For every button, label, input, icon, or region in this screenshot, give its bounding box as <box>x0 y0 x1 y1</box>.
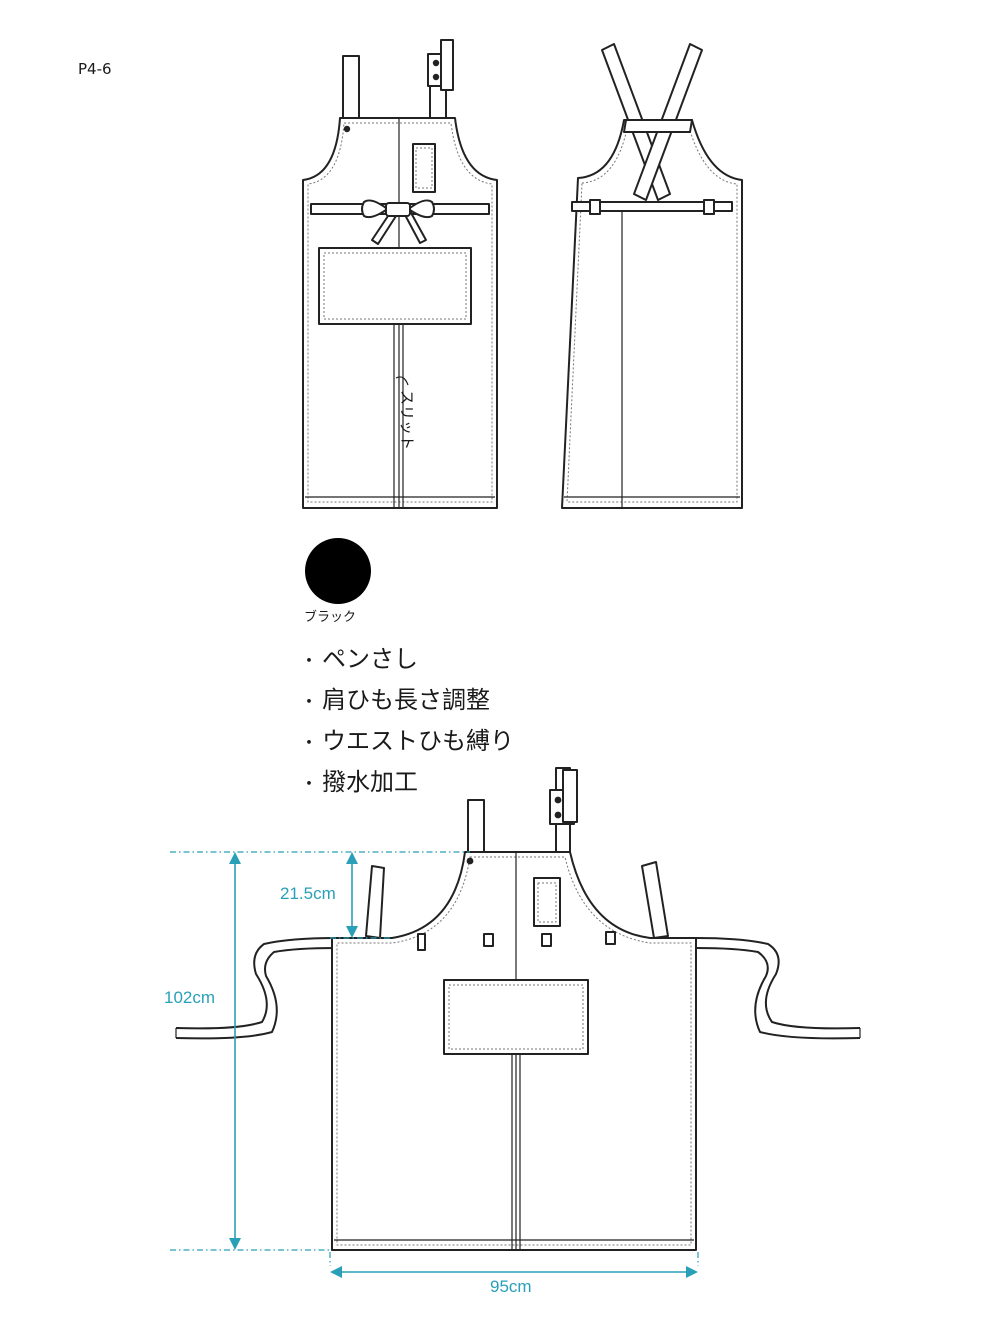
bullet-icon: ・ <box>300 733 318 754</box>
product-code: P4-6 <box>78 60 112 78</box>
bullet-icon: ・ <box>300 692 318 713</box>
slit-label: スリット <box>398 390 416 450</box>
bullet-icon: ・ <box>300 651 318 672</box>
back-view-drawing <box>561 43 743 509</box>
color-swatch <box>305 538 371 604</box>
bullet-icon: ・ <box>300 774 318 795</box>
feature-list: ・ペンさし ・肩ひも長さ調整 ・ウエストひも縛り ・撥水加工 <box>300 640 514 804</box>
bib-depth-dimension: 21.5cm <box>280 884 336 903</box>
feature-item: ・撥水加工 <box>300 763 514 804</box>
feature-item: ・ペンさし <box>300 640 514 681</box>
length-dimension: 102cm <box>164 988 215 1007</box>
feature-item: ・ウエストひも縛り <box>300 722 514 763</box>
color-swatch-block: ブラック <box>302 538 374 625</box>
feature-item: ・肩ひも長さ調整 <box>300 681 514 722</box>
dimension-lines <box>170 851 699 1278</box>
measured-front-view <box>175 767 861 1251</box>
width-dimension: 95cm <box>490 1277 532 1296</box>
front-view-drawing: スリット <box>302 39 498 509</box>
color-name: ブラック <box>304 610 357 625</box>
